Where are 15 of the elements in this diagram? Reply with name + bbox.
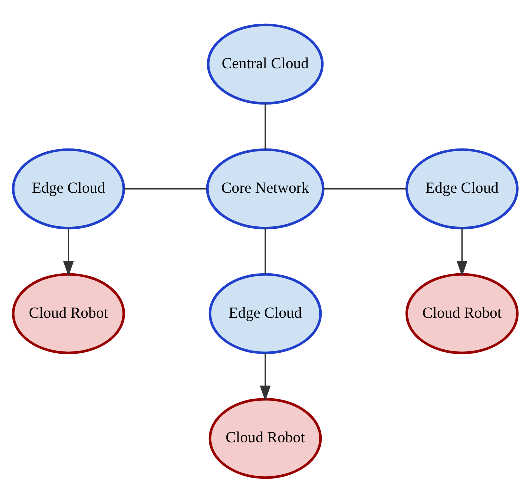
node-ellipse: Edge Cloud: [406, 148, 519, 230]
arrow: [456, 228, 468, 277]
node-ellipse: Edge Cloud: [208, 273, 322, 354]
node-ellipse: Cloud Robot: [406, 273, 519, 354]
node-ellipse: Edge Cloud: [12, 148, 126, 230]
node-ellipse: Cloud Robot: [208, 398, 322, 480]
connector: [264, 104, 266, 150]
connector: [124, 188, 207, 190]
node-ellipse: Core Network: [206, 148, 325, 230]
arrow: [63, 228, 74, 277]
node-ellipse: Central Cloud: [207, 24, 324, 105]
arrow: [260, 353, 271, 402]
connector: [324, 188, 407, 190]
node-ellipse: Cloud Robot: [12, 273, 126, 354]
connector: [264, 228, 266, 275]
